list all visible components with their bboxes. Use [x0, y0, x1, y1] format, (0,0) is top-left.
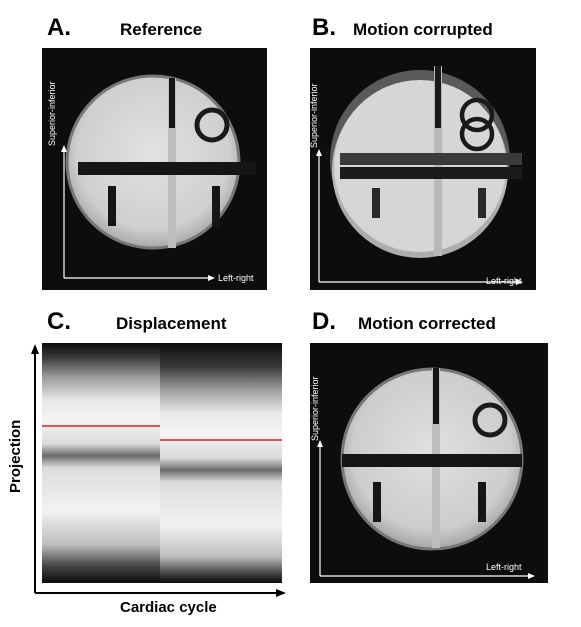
panel-d-motion-corrected-image: Left-right Superior-inferior: [310, 343, 548, 583]
corrupted-phantom-graphic: [316, 66, 523, 285]
panel-d-y-axis-label: Superior-inferior: [310, 376, 320, 441]
corrected-phantom-graphic: [317, 367, 535, 579]
panel-b-title: Motion corrupted: [353, 20, 493, 39]
displacement-graphic: [31, 343, 286, 597]
panel-c-y-axis-label: Projection: [7, 419, 24, 493]
panel-c-x-axis-label: Cardiac cycle: [120, 599, 217, 616]
panel-c-letter: C.: [47, 308, 71, 335]
panel-b-letter: B.: [312, 14, 336, 41]
panel-d-letter: D.: [312, 308, 336, 335]
panel-a-reference-image: Left-right Superior-inferior: [42, 48, 267, 290]
reference-phantom-graphic: [61, 74, 256, 281]
panel-a-title: Reference: [120, 20, 203, 39]
panel-a-letter: A.: [47, 14, 71, 41]
panel-b-y-axis-label: Superior-inferior: [310, 83, 319, 148]
panel-d-x-axis-label: Left-right: [486, 562, 522, 572]
panel-a-x-axis-label: Left-right: [218, 273, 254, 283]
panel-c-title: Displacement: [116, 314, 227, 333]
panel-d-title: Motion corrected: [358, 314, 496, 333]
panel-c-displacement-plot: Cardiac cycle Projection: [0, 0, 290, 627]
panel-b-motion-corrupted-image: Left-right Superior-inferior: [310, 48, 536, 290]
panel-b-x-axis-label: Left-right: [486, 276, 522, 286]
